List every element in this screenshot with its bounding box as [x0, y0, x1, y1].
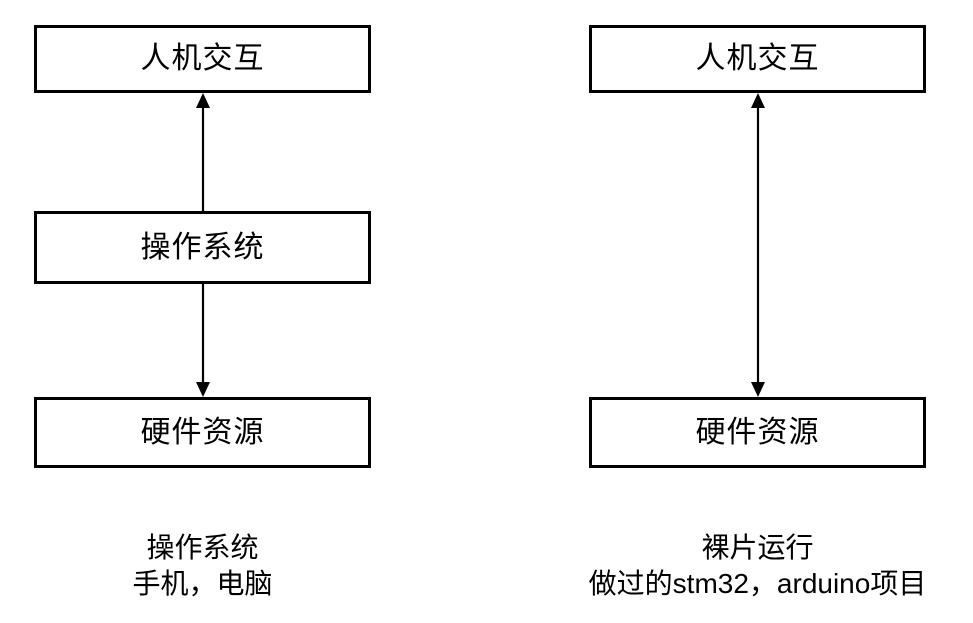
connector-left-os-to-hw: [196, 284, 210, 397]
caption-line-2: 做过的stm32，arduino项目: [588, 568, 927, 599]
node-label: 人机交互: [140, 42, 265, 75]
node-operating-system: 操作系统: [34, 211, 371, 284]
caption-bare-metal: 裸片运行 做过的stm32，arduino项目: [559, 530, 956, 602]
node-label: 操作系统: [140, 230, 265, 264]
node-human-machine-interaction-right: 人机交互: [589, 25, 926, 93]
connector-right-hw-to-hci: [751, 93, 765, 397]
node-label: 硬件资源: [140, 415, 265, 449]
node-human-machine-interaction-left: 人机交互: [34, 25, 371, 93]
node-label: 人机交互: [695, 42, 820, 75]
caption-line-1: 裸片运行: [701, 532, 814, 563]
caption-line-1: 操作系统: [146, 532, 259, 563]
node-hardware-resources-right: 硬件资源: [589, 397, 926, 468]
caption-with-os: 操作系统 手机，电脑: [34, 530, 371, 602]
node-hardware-resources-left: 硬件资源: [34, 397, 371, 468]
node-label: 硬件资源: [695, 415, 820, 449]
caption-line-2: 手机，电脑: [132, 568, 273, 599]
connector-left-os-to-hci: [196, 93, 210, 211]
